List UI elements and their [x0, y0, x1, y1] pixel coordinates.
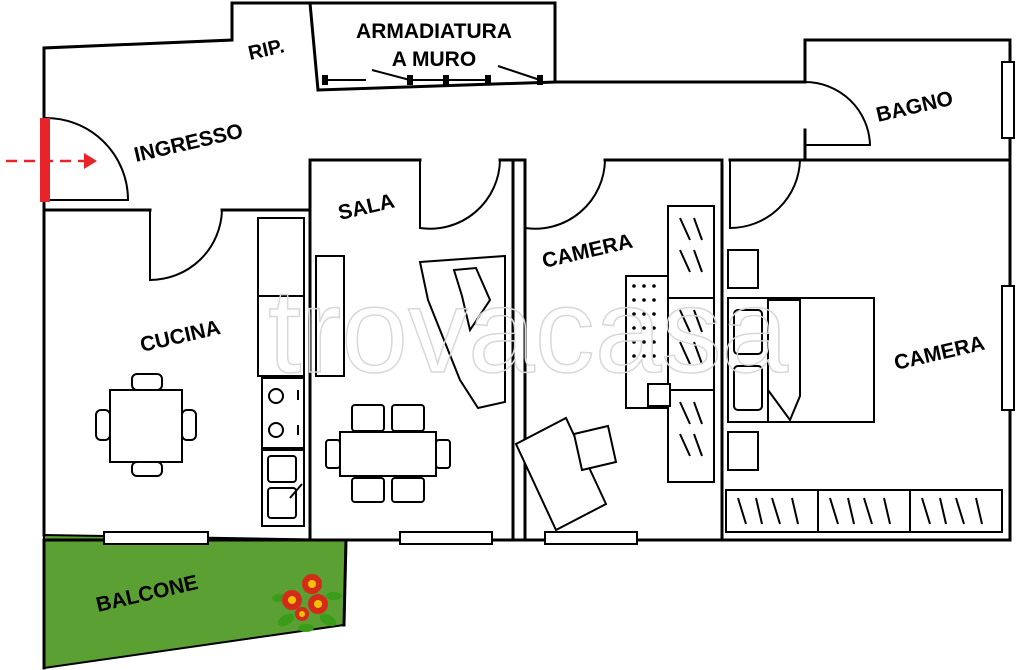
- label-rip: RIP.: [246, 35, 286, 65]
- windows: [103, 61, 1015, 545]
- label-sala: SALA: [336, 190, 397, 225]
- label-armadiatura-line2: A MURO: [392, 48, 476, 71]
- bedroom-1-furniture: [514, 205, 715, 532]
- watermark: trovacasa: [268, 264, 789, 398]
- label-ingresso: INGRESSO: [132, 120, 245, 167]
- bedroom-2-furniture: [725, 249, 1003, 533]
- label-cucina: CUCINA: [138, 316, 223, 357]
- doors: [43, 65, 872, 282]
- balcony-flowers: [272, 574, 342, 632]
- entrance-marker: [6, 118, 97, 202]
- label-armadiatura-line1: ARMADIATURA: [356, 20, 512, 43]
- kitchen-furniture: [95, 217, 305, 527]
- label-bagno: BAGNO: [874, 87, 955, 127]
- living-room-furniture: [315, 254, 506, 503]
- label-camera-2: CAMERA: [892, 332, 987, 375]
